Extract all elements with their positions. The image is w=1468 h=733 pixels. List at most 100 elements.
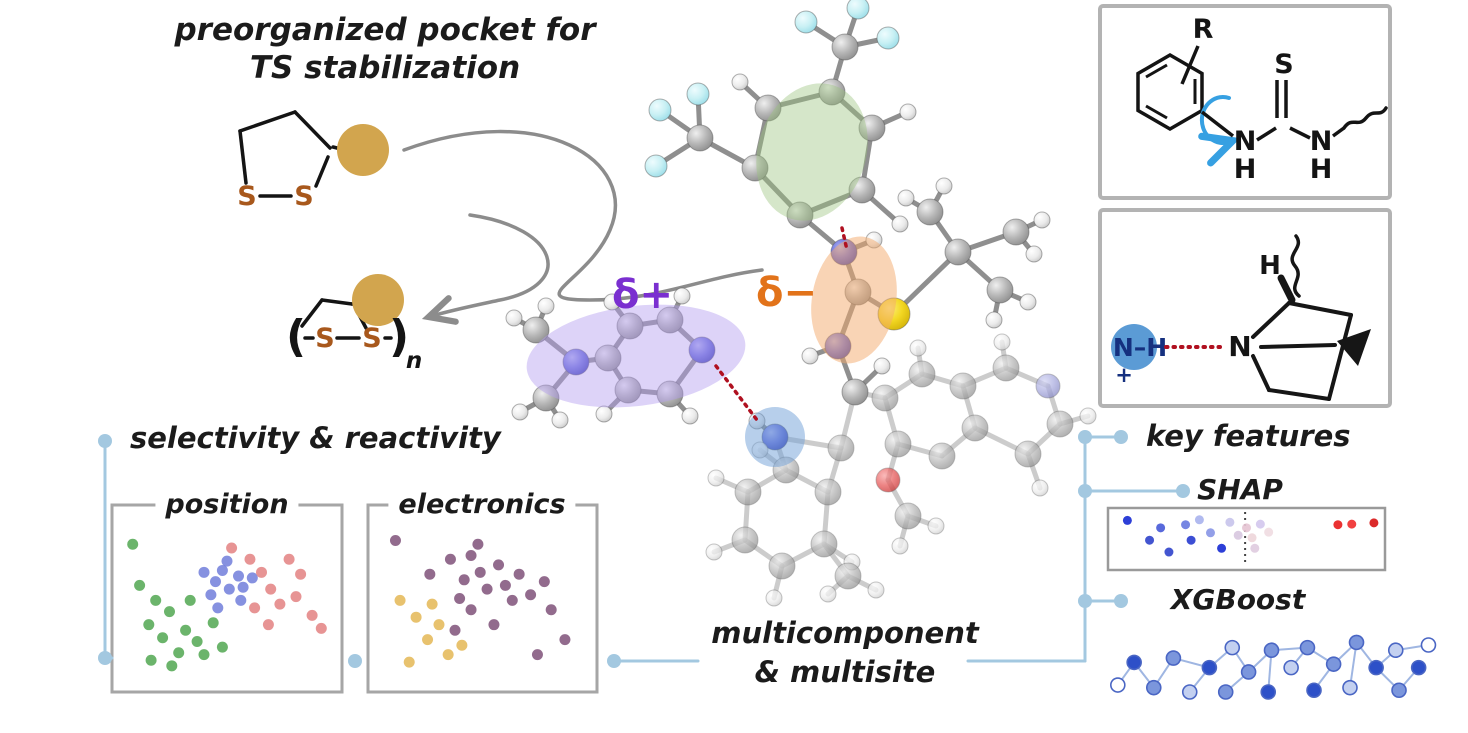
scatter-point xyxy=(481,583,493,595)
scatter-point xyxy=(157,632,169,644)
shap-point xyxy=(1242,523,1251,533)
scatter-point xyxy=(166,660,178,672)
scatter-point xyxy=(262,619,274,631)
bond xyxy=(1259,343,1337,349)
scatter-point xyxy=(249,602,261,614)
atom-ring-nitrogen xyxy=(1035,373,1061,399)
scatter-point xyxy=(226,542,238,554)
hbond-dashed-line xyxy=(840,226,849,252)
scatter-point xyxy=(394,594,406,606)
shap-point xyxy=(1264,527,1274,537)
polydisulfide-structure: ( S S ) n xyxy=(286,274,422,374)
scatter-point xyxy=(315,622,327,634)
atom-hydrogen xyxy=(603,293,621,311)
scatter-point xyxy=(422,634,434,646)
delta-plus-label: δ+ xyxy=(612,272,673,318)
atom-carbon xyxy=(871,384,899,412)
bond xyxy=(1256,126,1277,142)
graph-node xyxy=(1368,659,1384,676)
atom-carbon xyxy=(616,312,644,340)
scatter-point xyxy=(493,559,505,571)
scatter-point xyxy=(221,555,233,567)
atom-carbon xyxy=(656,306,684,334)
hbond-dashed-line xyxy=(714,364,759,422)
scatter-point xyxy=(531,649,543,661)
shap-point xyxy=(1333,520,1343,530)
atom-carbon xyxy=(894,502,922,530)
r-group-label: R xyxy=(1193,14,1214,45)
position-panel-title: position xyxy=(155,489,299,520)
key-features-caption: key features xyxy=(1146,419,1351,453)
atom-fluorine xyxy=(876,26,900,50)
shap-point xyxy=(1247,533,1257,543)
atom-hydrogen xyxy=(551,411,569,429)
graph-node xyxy=(1420,637,1437,653)
shap-beeswarm xyxy=(1122,512,1379,566)
graph-node xyxy=(1410,659,1427,676)
atom-hydrogen xyxy=(897,189,915,207)
pocket-caption-line2: TS stabilization xyxy=(249,50,521,86)
bond xyxy=(320,298,354,306)
atom-carbon xyxy=(614,376,642,404)
scatter-point xyxy=(205,589,217,601)
graph-node xyxy=(1224,639,1241,656)
scatter-point xyxy=(444,553,456,565)
atom-hydrogen xyxy=(927,517,945,535)
arrow-to-polymer xyxy=(421,213,550,325)
box-border xyxy=(1098,208,1392,408)
connector-dot xyxy=(98,434,112,448)
scatter-point xyxy=(150,594,162,606)
delta-minus-label: δ− xyxy=(756,270,817,316)
nitrogen-label: N xyxy=(1310,126,1333,157)
open-paren: ( xyxy=(286,311,306,362)
scatter-point xyxy=(283,553,295,565)
scatter-point xyxy=(426,598,438,610)
scatter-point xyxy=(134,579,146,591)
graph-node xyxy=(1283,659,1299,676)
scatter-panels xyxy=(110,503,599,694)
sulfur-label: S xyxy=(1274,49,1293,80)
atom-hydrogen xyxy=(891,537,909,555)
graph-node xyxy=(1306,682,1322,699)
atom-hydrogen xyxy=(537,297,555,315)
connector-dot xyxy=(1078,430,1092,444)
thiourea-highlight-orange xyxy=(811,236,897,364)
scatter-point xyxy=(545,604,557,616)
connector-dot xyxy=(1114,430,1128,444)
atom-carbon xyxy=(986,276,1014,304)
thiourea-box: R N H S N H xyxy=(1098,4,1392,200)
atom-carbon xyxy=(656,380,684,408)
bond xyxy=(1200,110,1235,138)
graph-node xyxy=(1342,679,1358,696)
electronics-scatter xyxy=(389,535,571,668)
scatter-point xyxy=(180,624,192,636)
atom-fluorine xyxy=(846,0,870,20)
scatter-point xyxy=(210,576,221,588)
atom-hydrogen xyxy=(1079,407,1097,425)
scatter-point xyxy=(499,579,511,591)
plus-charge-label: + xyxy=(1115,363,1133,387)
scatter-point xyxy=(265,583,277,595)
scatter-point xyxy=(198,649,210,661)
atom-carbon xyxy=(818,78,846,106)
donor-circle xyxy=(1111,324,1157,370)
quinuclidine-cage xyxy=(1251,234,1353,401)
shap-point xyxy=(1225,517,1235,527)
scatter-point xyxy=(474,566,486,578)
atom-hydrogen xyxy=(1025,245,1043,263)
bond xyxy=(1327,313,1353,401)
connector-dot xyxy=(1078,484,1092,498)
atom-hydrogen xyxy=(899,103,917,121)
atom-carbon xyxy=(949,372,977,400)
atom-carbon xyxy=(768,552,796,580)
atom-carbon xyxy=(992,354,1020,382)
scatter-point xyxy=(449,624,461,636)
pocket-sphere xyxy=(337,124,389,176)
shap-point xyxy=(1217,543,1227,553)
scatter-point xyxy=(465,604,477,616)
atom-carbon xyxy=(858,114,886,142)
sulfur-label: S xyxy=(362,323,381,354)
atom-hydrogen xyxy=(505,309,523,327)
bond xyxy=(314,155,330,188)
atom-hydrogen xyxy=(909,339,927,357)
